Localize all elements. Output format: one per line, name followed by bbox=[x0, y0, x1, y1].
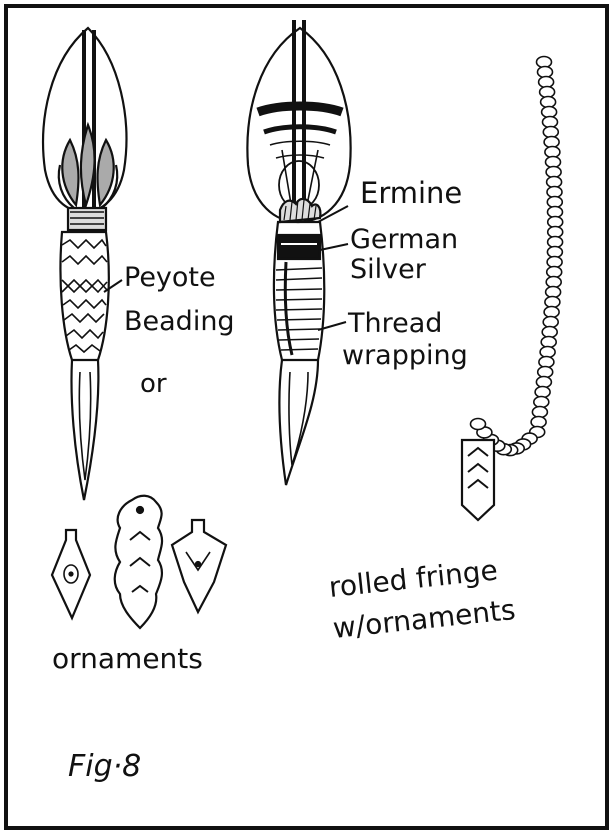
ornament-arrowhead bbox=[172, 520, 226, 612]
label-peyote: Peyote bbox=[124, 262, 216, 293]
ornament-shapes bbox=[52, 496, 226, 628]
label-ornaments: ornaments bbox=[52, 642, 203, 675]
label-beading: Beading bbox=[124, 306, 235, 337]
thread-wrapping-lines bbox=[276, 268, 322, 350]
label-ermine: Ermine bbox=[360, 176, 462, 210]
label-german: German bbox=[350, 224, 458, 255]
fringe-bead bbox=[471, 419, 486, 430]
label-wrapping: wrapping bbox=[342, 340, 468, 371]
feather-band bbox=[258, 106, 342, 112]
label-silver: Silver bbox=[350, 254, 427, 285]
peyote-zigzag-pattern bbox=[62, 240, 107, 352]
peyote-feather bbox=[43, 28, 126, 500]
fluff-plume bbox=[59, 125, 117, 208]
label-or: or bbox=[140, 369, 167, 399]
label-thread: Thread bbox=[347, 308, 442, 339]
figure-caption: Fig·8 bbox=[68, 749, 141, 784]
quill-end bbox=[279, 360, 318, 485]
feather-band bbox=[264, 127, 336, 132]
ornament-diamond bbox=[52, 530, 90, 618]
ornament-scalloped bbox=[115, 496, 162, 628]
german-silver-band bbox=[278, 235, 320, 259]
peyote-beaded-wrap bbox=[60, 232, 108, 360]
feather-shaft bbox=[294, 20, 304, 215]
rolled-fringe bbox=[462, 57, 563, 521]
ermine-feather bbox=[247, 20, 350, 485]
german-silver-pointer bbox=[320, 244, 348, 250]
